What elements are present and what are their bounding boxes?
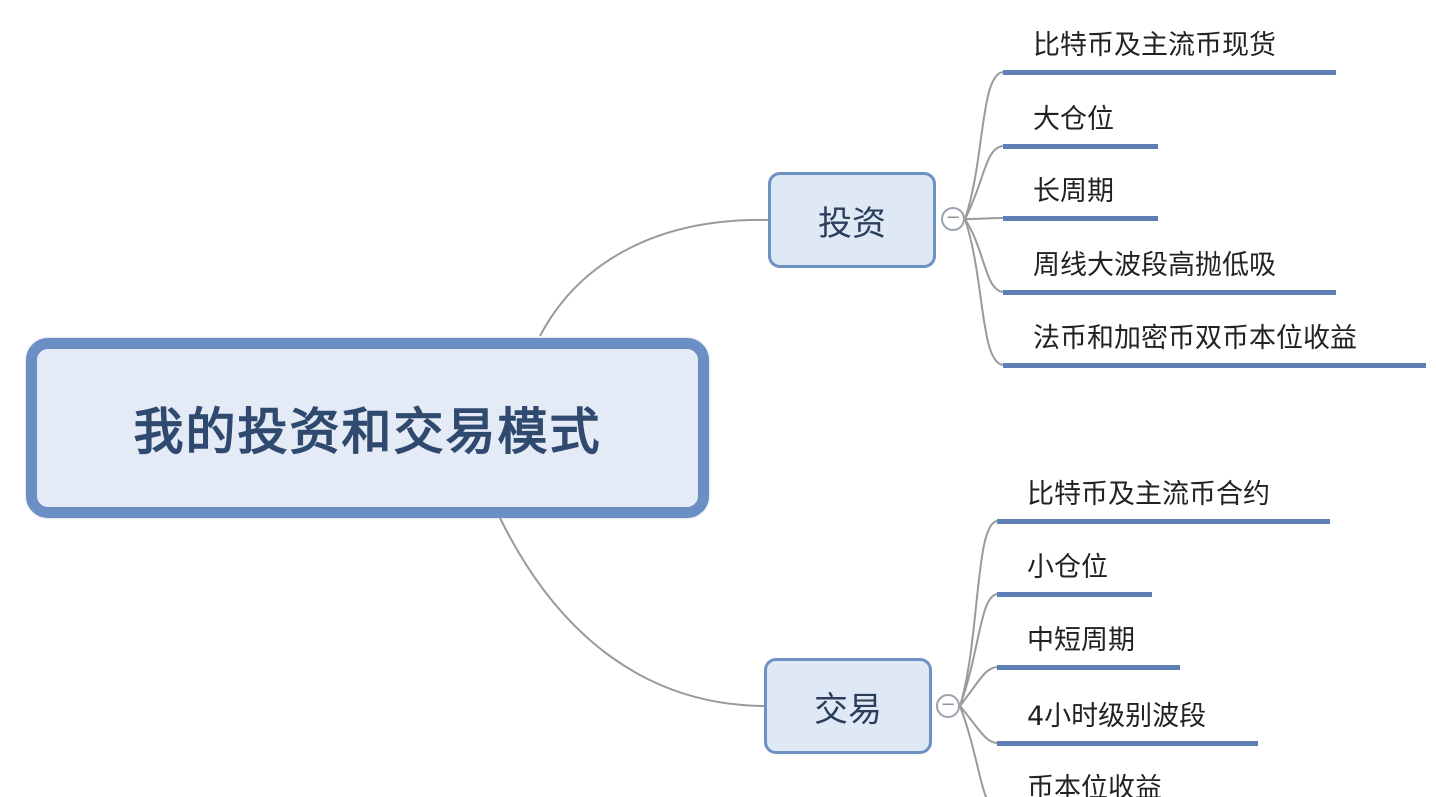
connector-invest-leaf-4 xyxy=(964,218,1004,293)
invest-leaf-2-label: 大仓位 xyxy=(1033,104,1114,135)
branch-node-trade-label: 交易 xyxy=(814,689,882,730)
branch-node-invest[interactable]: 投资 xyxy=(768,172,936,268)
invest-leaf-1-label: 比特币及主流币现货 xyxy=(1033,30,1276,61)
invest-leaf-5-label: 法币和加密币双币本位收益 xyxy=(1033,323,1357,354)
connector-trade-leaf-4 xyxy=(959,705,998,744)
connector-trade-leaf-1 xyxy=(959,520,998,707)
trade-leaf-5[interactable]: 币本位收益 xyxy=(997,758,1197,797)
connector-trade-leaf-3 xyxy=(959,666,998,707)
branch-node-trade[interactable]: 交易 xyxy=(764,658,932,754)
invest-leaf-3-label: 长周期 xyxy=(1033,176,1114,207)
trade-leaf-3-label: 中短周期 xyxy=(1027,625,1135,656)
connector-trade-leaf-2 xyxy=(959,593,998,707)
branch-node-invest-label: 投资 xyxy=(818,203,886,244)
invest-leaf-3[interactable]: 长周期 xyxy=(1003,161,1158,221)
trade-leaf-1[interactable]: 比特币及主流币合约 xyxy=(997,464,1330,524)
connector-invest-leaf-1 xyxy=(964,71,1004,220)
trade-leaf-connectors xyxy=(959,520,998,797)
trade-leaf-4-label: 4小时级别波段 xyxy=(1027,701,1207,732)
trade-leaf-4[interactable]: 4小时级别波段 xyxy=(997,686,1258,746)
trade-leaf-3[interactable]: 中短周期 xyxy=(997,610,1180,670)
root-node-label: 我的投资和交易模式 xyxy=(133,403,602,461)
connector-root-invest xyxy=(539,218,769,337)
invest-leaf-2[interactable]: 大仓位 xyxy=(1003,89,1158,149)
invest-leaf-4[interactable]: 周线大波段高抛低吸 xyxy=(1003,235,1336,295)
connector-trade-leaf-5 xyxy=(959,705,988,797)
connector-invest-leaf-2 xyxy=(964,145,1004,220)
connector-root-trade xyxy=(499,517,765,707)
connector-invest-leaf-5 xyxy=(964,218,1004,366)
invest-leaf-1[interactable]: 比特币及主流币现货 xyxy=(1003,15,1336,75)
collapse-trade-icon[interactable]: − xyxy=(936,694,960,718)
collapse-invest-icon[interactable]: − xyxy=(941,207,965,231)
trade-leaf-2-label: 小仓位 xyxy=(1027,552,1108,583)
trade-leaf-1-label: 比特币及主流币合约 xyxy=(1027,479,1270,510)
invest-leaf-5[interactable]: 法币和加密币双币本位收益 xyxy=(1003,308,1426,368)
invest-leaf-4-label: 周线大波段高抛低吸 xyxy=(1033,250,1276,281)
root-node[interactable]: 我的投资和交易模式 xyxy=(26,338,709,518)
trade-leaf-2[interactable]: 小仓位 xyxy=(997,537,1152,597)
trade-leaf-5-label: 币本位收益 xyxy=(1027,773,1162,797)
invest-leaf-connectors xyxy=(964,71,1004,366)
connector-invest-leaf-3 xyxy=(964,217,1004,220)
